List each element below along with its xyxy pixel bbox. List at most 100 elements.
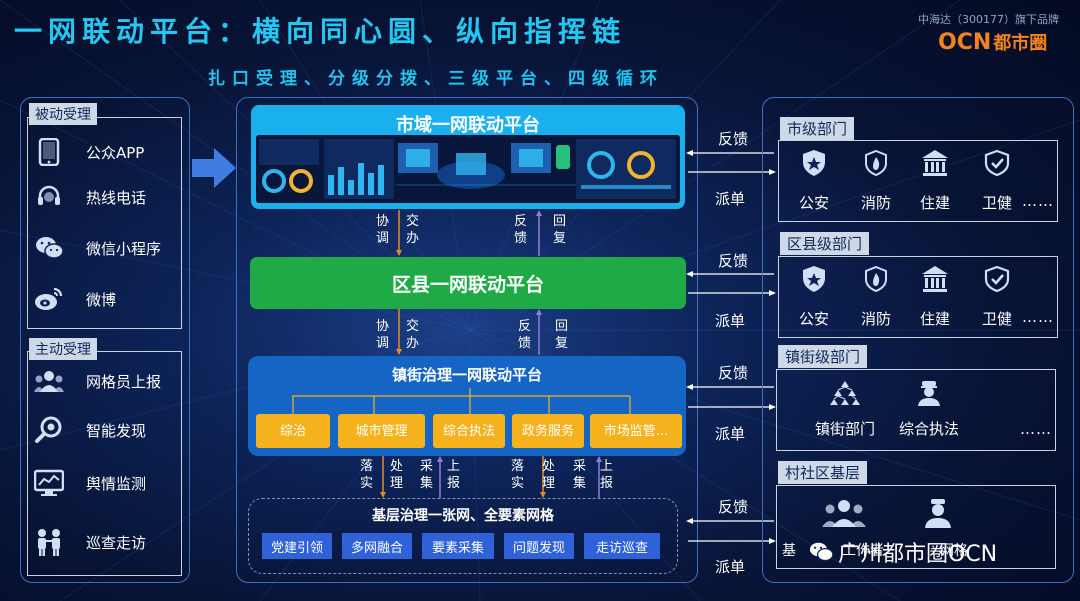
county-dept-box (778, 256, 1058, 338)
hierarchy-icon (810, 378, 880, 408)
grid-issue-discovery: 问题发现 (504, 533, 574, 559)
channel-label: 热线电话 (86, 188, 147, 207)
brand-logo-name: 都市圈 (993, 33, 1048, 54)
label-assign: 交办 (406, 319, 420, 351)
channel-smart-discovery: 智能发现 (34, 415, 146, 445)
channel-grid-report: 网格员上报 (34, 366, 161, 396)
channel-wechat: 微信小程序 (34, 233, 161, 263)
brand-logo-o: O (938, 30, 957, 55)
dept-health: 卫健 (972, 264, 1022, 329)
feedback-label-city: 反馈 (718, 130, 749, 148)
module-law-enforcement: 综合执法 (433, 414, 505, 448)
intake-panel (20, 97, 190, 583)
brand-logo-cn: CN (956, 30, 992, 55)
grid-party-leadership: 党建引领 (262, 533, 332, 559)
dept-housing: 住建 (910, 148, 960, 213)
channel-opinion-monitor: 舆情监测 (34, 468, 146, 498)
dept-police: 公安 (789, 148, 839, 213)
grassroots-grid-title: 基层治理一张网、全要素网格 (372, 508, 554, 524)
label-implement: 落实 (511, 459, 525, 491)
dept-comprehensive-enforcement: 综合执法 (894, 378, 964, 439)
city-dept-box (778, 140, 1058, 222)
active-intake-box (27, 351, 182, 576)
community-label-fragment-mid: 工作者 (842, 543, 884, 559)
channel-label: 舆情监测 (86, 474, 147, 493)
dept-label: 镇街部门 (814, 420, 875, 438)
channel-label: 微博 (86, 290, 117, 309)
channel-weibo: 微博 (34, 284, 116, 314)
dept-fire: 消防 (851, 264, 901, 329)
page-subtitle: 扎口受理、分级分拨、三级平台、四级循环 (208, 69, 664, 89)
channel-public-app: 公众APP (34, 137, 144, 167)
feedback-dispatch-arrows (686, 150, 776, 544)
module-government-service: 政务服务 (512, 414, 584, 448)
grid-multi-network: 多网融合 (342, 533, 412, 559)
community-label-fragment-right: 网格 (940, 543, 968, 559)
label-report: 上报 (447, 459, 461, 491)
city-dept-label: 市级部门 (780, 117, 855, 140)
fire-icon (851, 264, 901, 294)
channel-patrol-visit: 巡查走访 (34, 527, 146, 557)
wechat-icon (810, 542, 834, 562)
community-label: 村社区基层 (778, 461, 868, 484)
county-platform: 区县一网联动平台 (250, 257, 686, 309)
building-icon (910, 148, 960, 178)
module-market-supervision: 市场监管... (590, 414, 682, 448)
label-feedback: 反馈 (514, 214, 528, 246)
dept-label: 住建 (919, 310, 950, 328)
label-implement: 落实 (360, 459, 374, 491)
community-box (776, 485, 1056, 569)
label-handle: 处理 (390, 459, 404, 491)
headset-icon (34, 182, 64, 212)
magnifier-icon (34, 415, 64, 445)
dept-housing: 住建 (910, 264, 960, 329)
feedback-label-community: 反馈 (718, 498, 749, 516)
wechat-icon (34, 233, 64, 263)
dispatch-label-community: 派单 (715, 558, 746, 576)
label-report: 上报 (600, 459, 614, 491)
dept-label: 住建 (919, 194, 950, 212)
fire-icon (851, 148, 901, 178)
building-icon (910, 264, 960, 294)
town-module-connector (292, 388, 631, 414)
grid-element-collection: 要素采集 (422, 533, 494, 559)
label-handle: 处理 (542, 459, 556, 491)
town-dept-label: 镇街级部门 (778, 345, 868, 368)
community-grid-officer-icon (922, 497, 954, 533)
dept-fire: 消防 (851, 148, 901, 213)
dept-label: 消防 (860, 194, 891, 212)
town-dept-box (776, 369, 1056, 451)
county-dept-label: 区县级部门 (780, 232, 870, 255)
shield-check-icon (972, 148, 1022, 178)
grassroots-grid: 基层治理一张网、全要素网格 (248, 498, 678, 574)
people-icon (34, 366, 64, 396)
city-dept-more: …… (1022, 192, 1054, 210)
officer-icon (894, 378, 964, 408)
shield-check-icon (972, 264, 1022, 294)
monitor-chart-icon (34, 468, 64, 498)
passive-intake-label: 被动受理 (29, 103, 97, 125)
dept-label: 综合执法 (898, 420, 959, 438)
dept-town-departments: 镇街部门 (810, 378, 880, 439)
town-platform-title: 镇街治理一网联动平台 (391, 366, 542, 384)
dispatch-label-town: 派单 (715, 425, 746, 443)
label-feedback: 反馈 (518, 319, 532, 351)
grid-patrol-visit: 走访巡查 (584, 533, 660, 559)
channel-label: 网格员上报 (86, 372, 162, 391)
dispatch-label-city: 派单 (715, 190, 746, 208)
watermark-text: 广州都市圈OCN (838, 542, 998, 567)
channel-hotline: 热线电话 (34, 182, 146, 212)
dept-police: 公安 (789, 264, 839, 329)
county-town-arrows (396, 309, 542, 355)
passive-intake-box (27, 117, 182, 329)
city-county-arrows (396, 210, 542, 256)
weibo-icon (34, 284, 64, 314)
intake-to-platform-arrow (192, 148, 236, 188)
town-grass-arrows (380, 456, 602, 498)
channel-label: 巡查走访 (86, 533, 147, 552)
brand-tagline: 中海达（300177）旗下品牌 (918, 13, 1059, 26)
dispatch-label-county: 派单 (715, 312, 746, 330)
community-workers-icon (822, 497, 866, 533)
watermark: 广州都市圈OCN (808, 536, 997, 568)
dashboard-screenshot (256, 135, 680, 203)
